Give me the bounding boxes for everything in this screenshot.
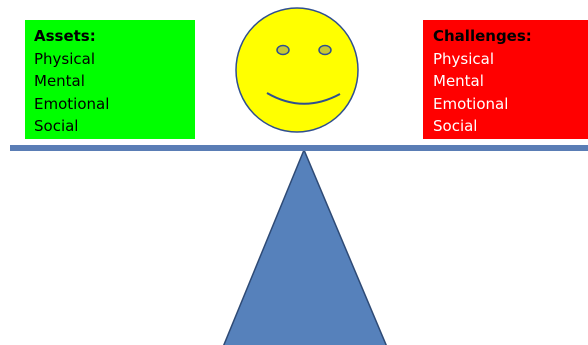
smiley-face-icon [235, 7, 359, 133]
assets-box: Assets: Physical Mental Emotional Social [25, 20, 195, 139]
challenges-title: Challenges: [433, 27, 532, 45]
challenges-box: Challenges: Physical Mental Emotional So… [423, 20, 588, 139]
assets-item-social: Social [34, 117, 79, 135]
balance-beam [10, 145, 588, 151]
smiley-left-eye [276, 44, 290, 56]
smiley-right-eye [318, 44, 332, 56]
fulcrum-triangle [223, 148, 387, 345]
challenges-item-social: Social [433, 117, 478, 135]
smiley-mouth [266, 92, 341, 105]
challenges-item-mental: Mental [433, 72, 484, 90]
assets-title: Assets: [34, 27, 96, 45]
challenges-item-physical: Physical [433, 49, 495, 68]
assets-item-physical: Physical [34, 49, 96, 68]
assets-item-mental: Mental [34, 72, 85, 90]
smiley-head [235, 7, 359, 133]
challenges-item-emotional: Emotional [433, 94, 509, 113]
assets-item-emotional: Emotional [34, 94, 110, 113]
